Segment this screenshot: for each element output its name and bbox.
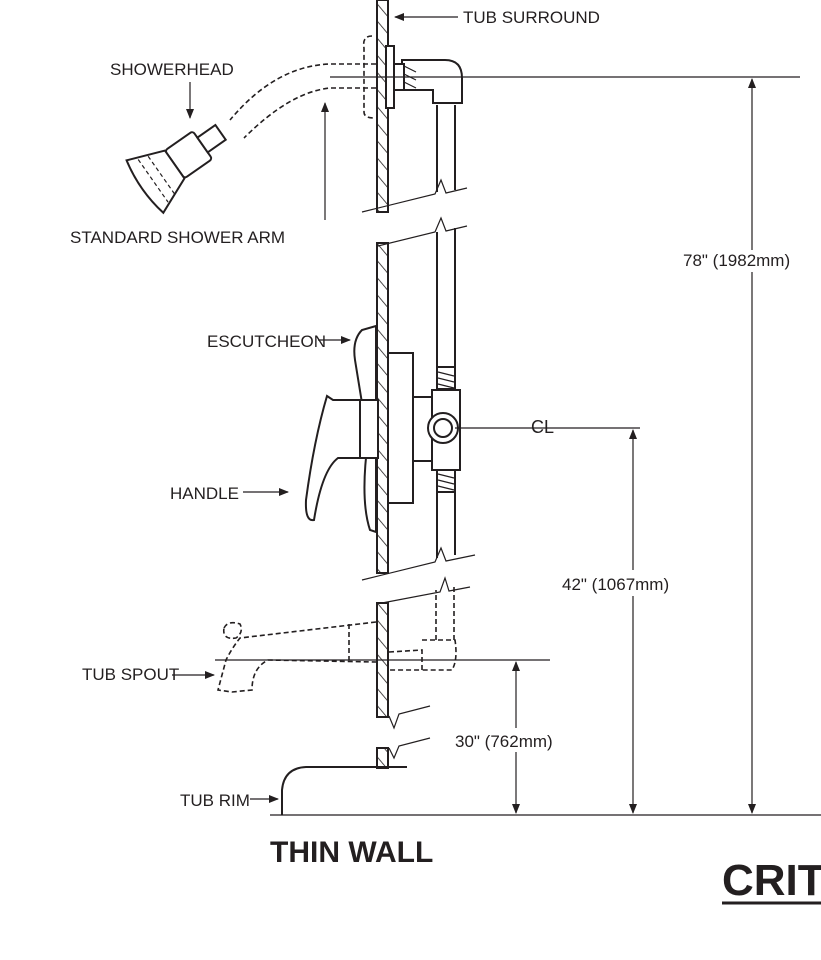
- showerhead: [125, 123, 228, 215]
- label-tub-spout: TUB SPOUT: [82, 665, 179, 684]
- break-lines: [361, 178, 476, 760]
- leader-arrows: [172, 13, 458, 803]
- reference-lines: [215, 76, 821, 816]
- centerline-symbol: CL: [531, 417, 554, 437]
- dimension-30-in: 30" (762mm): [455, 732, 553, 751]
- label-tub-surround: TUB SURROUND: [463, 8, 600, 27]
- diagram-title: THIN WALL: [270, 836, 433, 869]
- shower-arm: [229, 35, 376, 139]
- tub-surround-wall: [376, 0, 389, 769]
- dimension-78-in: 78" (1982mm): [683, 251, 790, 270]
- tub-spout: [216, 584, 457, 693]
- dimension-lines: [321, 78, 756, 814]
- label-tub-rim: TUB RIM: [180, 791, 250, 810]
- tub-rim: [281, 766, 407, 815]
- label-showerhead: SHOWERHEAD: [110, 60, 234, 79]
- dimension-42-in: 42" (1067mm): [562, 575, 669, 594]
- label-standard-shower-arm: STANDARD SHOWER ARM: [70, 228, 285, 247]
- label-handle: HANDLE: [170, 484, 239, 503]
- corner-heading: CRIT: [722, 856, 821, 905]
- valve-assembly: [304, 324, 461, 534]
- label-escutcheon: ESCUTCHEON: [207, 332, 326, 351]
